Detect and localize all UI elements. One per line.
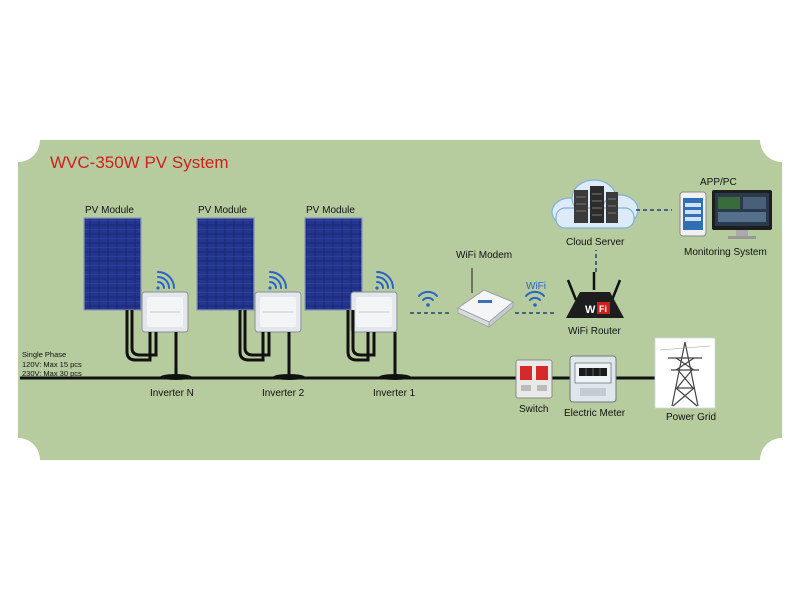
wifi-signal-icon [268, 271, 287, 290]
cloud-server: Cloud Server [551, 179, 639, 248]
wifi-signal-icon [375, 271, 394, 290]
single-phase-120v: 120V: Max 15 pcs [22, 360, 82, 369]
monitor-icon [712, 190, 772, 239]
wifi-router: W Fi WiFi Router [566, 272, 624, 337]
wifi-router-label: WiFi Router [568, 326, 621, 337]
inverter-1-label: Inverter 1 [373, 388, 416, 399]
breaker-switch: Switch [515, 359, 553, 415]
wifi-link-icon [418, 290, 438, 307]
single-phase-note: Single Phase 120V: Max 15 pcs 230V: Max … [22, 350, 82, 378]
electric-meter-label: Electric Meter [564, 408, 626, 419]
pv-module-1-label: PV Module [306, 205, 355, 216]
smartphone-icon [679, 191, 707, 237]
svg-text:W: W [585, 304, 596, 316]
app-pc-label: APP/PC [700, 177, 737, 188]
wifi-link-icon [525, 290, 545, 307]
pv-module-2: PV Module [196, 205, 255, 311]
pv-module-2-label: PV Module [198, 205, 247, 216]
wifi-text: WiFi [526, 281, 546, 292]
single-phase-230v: 230V: Max 30 pcs [22, 369, 82, 378]
pv-module-n: PV Module [83, 205, 142, 311]
inverter-2-label: Inverter 2 [262, 388, 305, 399]
server-rack-icon [574, 186, 618, 223]
single-phase-heading: Single Phase [22, 350, 66, 359]
wifi-modem: WiFi Modem [456, 250, 514, 328]
diagram-title: WVC-350W PV System [50, 153, 229, 172]
electric-meter: Electric Meter [564, 355, 626, 419]
cloud-server-label: Cloud Server [566, 237, 625, 248]
pv-module-n-label: PV Module [85, 205, 134, 216]
switch-label: Switch [519, 404, 548, 415]
wifi-modem-label: WiFi Modem [456, 250, 512, 261]
svg-text:Fi: Fi [599, 304, 607, 314]
transmission-tower-icon [659, 341, 711, 407]
power-grid: Power Grid [654, 337, 716, 423]
inverter-n: Inverter N [125, 271, 194, 399]
power-grid-label: Power Grid [666, 412, 716, 423]
wifi-signal-icon [156, 271, 175, 290]
monitoring-system: APP/PC Monitoring System [679, 177, 772, 258]
inverter-n-label: Inverter N [150, 388, 194, 399]
monitoring-system-label: Monitoring System [684, 247, 767, 258]
